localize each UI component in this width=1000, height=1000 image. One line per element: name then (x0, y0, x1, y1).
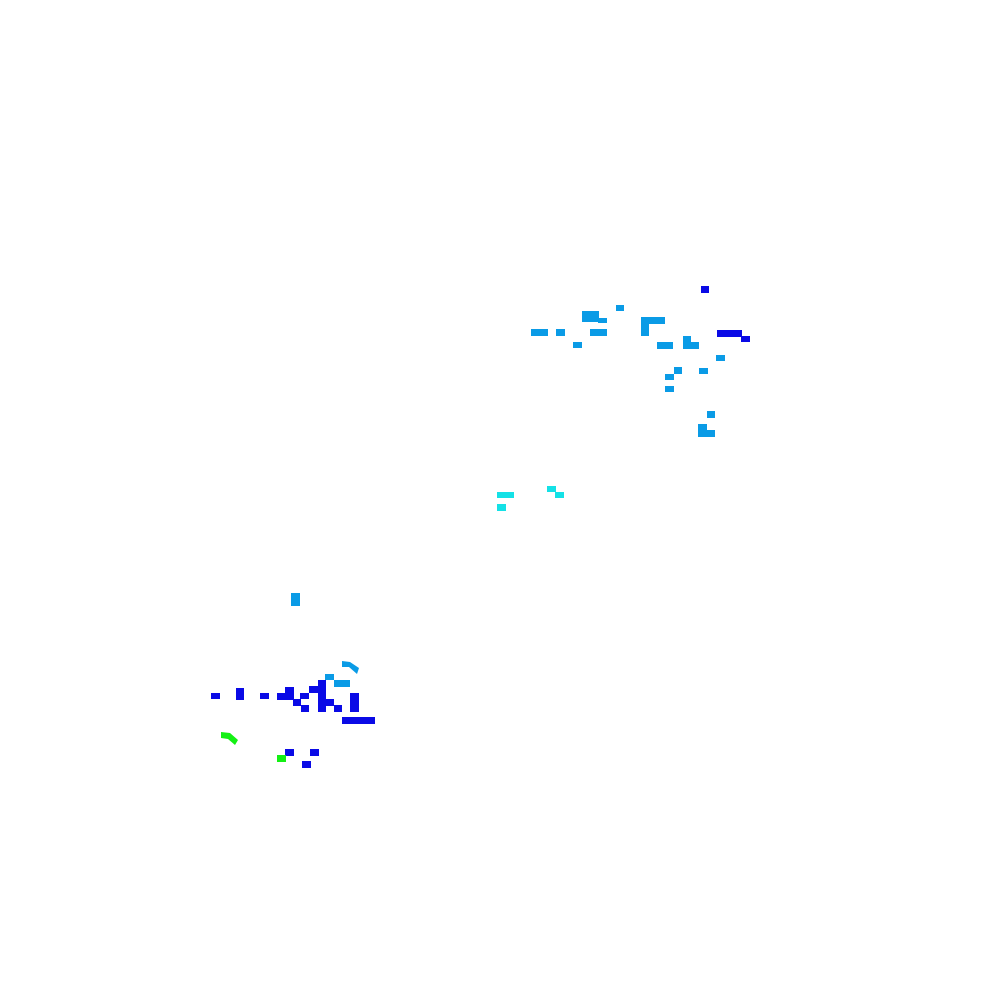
map-patch-ur-14 (741, 336, 750, 342)
map-patch-ll-curve-2 (221, 732, 238, 745)
map-patch-ll-7 (285, 687, 294, 694)
map-patch-c-1 (547, 486, 556, 492)
map-patch-c-2 (555, 492, 564, 498)
map-patch-ur-3 (598, 318, 607, 323)
map-patch-ll-6 (277, 693, 294, 700)
map-patch-ll-21 (277, 755, 286, 762)
map-patch-ur-10 (657, 342, 673, 349)
map-patch-ll-19 (310, 749, 319, 756)
map-patch-ur-11 (683, 336, 691, 349)
map-patch-c-3 (497, 504, 506, 511)
map-patch-ur-0 (701, 286, 709, 293)
map-patch-ur-9 (573, 342, 582, 348)
map-patch-ur-15 (716, 355, 725, 361)
map-patch-ll-curve-1 (342, 661, 359, 674)
map-patch-ll-0 (291, 593, 300, 606)
map-patch-ll-1 (334, 680, 350, 687)
map-patch-ll-2 (325, 674, 334, 680)
map-patch-ll-14 (325, 699, 334, 706)
map-patch-ll-10 (301, 705, 309, 712)
map-patch-ur-5 (556, 329, 565, 336)
map-patch-ll-9 (293, 699, 301, 706)
center-cluster (497, 486, 564, 511)
map-patch-ur-1 (616, 305, 624, 311)
map-patch-ur-12 (690, 342, 699, 349)
map-patch-ll-20 (302, 761, 311, 768)
map-patch-ll-5 (260, 693, 269, 699)
map-patch-ll-4 (236, 688, 244, 700)
map-patch-ur-2 (582, 311, 599, 322)
map-patch-ur-22 (705, 430, 715, 437)
map-patch-ur-7 (641, 317, 665, 324)
map-patch-ll-17 (342, 717, 375, 724)
map-patch-ur-4 (531, 329, 548, 336)
map-patch-ur-16 (674, 367, 682, 374)
map-patch-ll-16 (350, 693, 359, 712)
lower-left-cluster (211, 593, 375, 768)
map-patch-ur-18 (665, 374, 674, 380)
map-patch-ll-11 (309, 686, 318, 693)
map-patch-ur-8 (641, 324, 649, 336)
map-patch-ll-3 (211, 693, 220, 699)
map-patch-ur-20 (707, 411, 715, 418)
map-patch-ll-15 (334, 705, 342, 712)
map-patch-ll-8 (300, 693, 309, 699)
map-patch-ur-17 (699, 368, 708, 374)
map-patch-ll-13 (318, 705, 326, 712)
upper-right-cluster (531, 286, 750, 437)
map-patch-ll-12 (318, 680, 326, 706)
map-patch-ur-13 (717, 330, 742, 337)
map-patch-ur-21 (698, 424, 707, 437)
map-patch-ur-6 (590, 329, 607, 336)
map-patch-ll-18 (285, 749, 294, 756)
map-patch-ur-19 (665, 386, 674, 392)
map-patch-c-0 (497, 492, 514, 498)
